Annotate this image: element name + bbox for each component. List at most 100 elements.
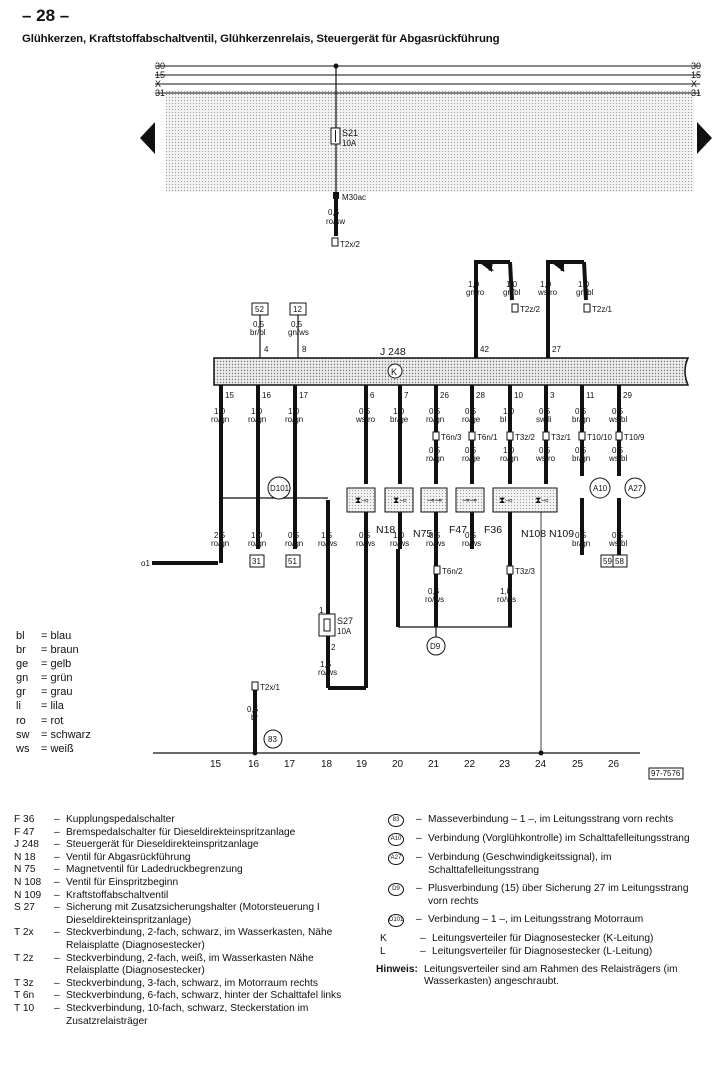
legend-item: K–Leitungsverteiler für Diagnosestecker … xyxy=(376,933,701,946)
pin-27: 27 xyxy=(552,345,561,354)
column-number: 23 xyxy=(499,759,511,770)
box-51 xyxy=(285,554,301,568)
wire-color: ro/gn xyxy=(248,539,266,548)
legend-code: K xyxy=(380,933,387,945)
column-number: 20 xyxy=(392,759,404,770)
pin-label: 3 xyxy=(550,391,555,400)
wire-52-gauge: 0,5 xyxy=(253,320,265,329)
legend-desc: Leitungsverteiler für Diagnosestecker (L… xyxy=(432,945,653,957)
legend-code: N 75 xyxy=(14,864,36,876)
color-name: = grün xyxy=(41,672,73,685)
legend-badge-label: D101 xyxy=(388,914,404,928)
pin-8: 8 xyxy=(302,345,307,354)
legend-desc: Sicherung mit Zusatzsicherungshalter (Mo… xyxy=(66,902,320,926)
svg-text:59: 59 xyxy=(603,557,612,566)
line-30-right: 30 xyxy=(691,61,701,71)
svg-text:52: 52 xyxy=(255,305,264,314)
wire-color: ro/gn xyxy=(500,454,518,463)
legend-item: D101–Verbindung – 1 –, im Leitungsstrang… xyxy=(376,914,701,928)
t2z2-label: T2z/2 xyxy=(520,305,541,314)
hint-text: Leitungsverteiler sind am Rahmen des Rel… xyxy=(424,963,678,988)
legend-desc: Verbindung (Vorglühkontrolle) im Schaltt… xyxy=(428,833,690,844)
legend-desc: Masseverbindung – 1 –, im Leitungsstrang… xyxy=(428,814,674,825)
wire-color: bl xyxy=(500,415,506,424)
fuse-s21-rating: 10A xyxy=(342,139,357,148)
legend-code: F 36 xyxy=(14,814,35,825)
wire-gauge: 0,5 xyxy=(539,446,551,455)
legend-connection-badge: D101 xyxy=(376,914,416,928)
column-number: 22 xyxy=(464,759,476,770)
color-code-row: gr= grau xyxy=(16,685,91,699)
legend-dash: – xyxy=(54,889,60,901)
wire-gauge: 1,0 xyxy=(288,407,300,416)
legend-code: T 10 xyxy=(14,1002,35,1014)
box-31 xyxy=(249,554,265,568)
legend-dash: – xyxy=(54,977,60,989)
legend-desc: Verbindung – 1 –, im Leitungsstrang Moto… xyxy=(428,914,644,926)
wire-t3z3-color: ro/ws xyxy=(497,595,516,604)
page-number: – 28 – xyxy=(22,6,70,25)
legend-item: T 10–Steckverbindung, 10-fach, schwarz, … xyxy=(14,1003,354,1028)
legend-dash: – xyxy=(54,851,60,863)
svg-text:D9: D9 xyxy=(430,642,441,651)
color-code-row: li= lila xyxy=(16,699,91,713)
pin-label: 7 xyxy=(404,391,409,400)
legend-item: N 109–Kraftstoffabschaltventil xyxy=(14,890,354,903)
legend-item: A10–Verbindung (Vorglühkontrolle) im Sch… xyxy=(376,833,701,846)
column-number: 24 xyxy=(535,759,547,770)
component-n75 xyxy=(384,487,414,513)
wire-color: ws/ro xyxy=(535,454,556,463)
column-number: 19 xyxy=(356,759,368,770)
legend-code: T 6n xyxy=(14,990,35,1002)
legend-dash: – xyxy=(420,945,426,957)
wire-color: br/gn xyxy=(572,454,590,463)
color-code: ws xyxy=(16,742,30,755)
legend-code: L xyxy=(380,945,386,957)
wire-s27-color: ro/ws xyxy=(318,668,337,677)
color-code-row: bl= blau xyxy=(16,629,91,643)
legend-code: T 2z xyxy=(14,952,34,964)
pin-label: 10 xyxy=(514,391,523,400)
legend-desc: Bremspedalschalter für Dieseldirekteinsp… xyxy=(66,826,296,838)
legend-dash: – xyxy=(416,833,422,844)
svg-text:⧗⊸: ⧗⊸ xyxy=(393,495,407,505)
next-page-arrow-icon[interactable] xyxy=(697,122,712,154)
connector-box xyxy=(615,431,623,441)
column-number: 17 xyxy=(284,759,296,770)
connector-label: T3z/2 xyxy=(515,433,536,442)
pin-label: 15 xyxy=(225,391,234,400)
wire-gauge: 0,5 xyxy=(612,407,624,416)
wire-color: ws/bl xyxy=(608,454,627,463)
wire-kb-gauge: 1,0 xyxy=(506,280,518,289)
wire-top-gauge: 0,5 xyxy=(328,208,340,217)
box-58 xyxy=(612,554,628,568)
color-name: = schwarz xyxy=(41,728,91,741)
wire-l-gauge: 1,0 xyxy=(540,280,552,289)
legend-item: N 75–Magnetventil für Ladedruckbegrenzun… xyxy=(14,864,354,877)
wire-gauge: 2,5 xyxy=(214,531,226,540)
wire-lb-gauge: 1,0 xyxy=(578,280,590,289)
fuse-s27-name: S27 xyxy=(337,616,353,626)
wire-t3z3-gauge: 1,0 xyxy=(500,587,512,596)
legend-code: N 108 xyxy=(14,876,42,888)
legend-badge-label: 83 xyxy=(388,814,404,827)
color-name: = grau xyxy=(41,686,73,699)
pin-label: 6 xyxy=(370,391,375,400)
color-code: gn xyxy=(16,672,29,685)
svg-text:⧗⊸: ⧗⊸ xyxy=(535,495,549,505)
wire-gauge: 0,5 xyxy=(612,446,624,455)
color-name: = rot xyxy=(41,714,64,727)
svg-text:⊸⊸: ⊸⊸ xyxy=(462,495,478,505)
legend-dash: – xyxy=(416,914,422,926)
k-label: K xyxy=(488,263,494,273)
pin-label: 29 xyxy=(623,391,632,400)
legend-desc: Kraftstoffabschaltventil xyxy=(66,889,169,901)
prev-page-arrow-icon[interactable] xyxy=(140,122,155,154)
t3z3-label: T3z/3 xyxy=(515,567,536,576)
legend-desc: Steckverbindung, 2-fach, weiß, im Wasser… xyxy=(66,952,314,977)
wire-gauge: 0,5 xyxy=(429,446,441,455)
legend-item: T 6n–Steckverbindung, 6-fach, schwarz, h… xyxy=(14,990,354,1003)
legend-badge-label: A27 xyxy=(388,852,404,865)
wire-t6n2-gauge: 0,5 xyxy=(428,587,440,596)
legend-desc: Ventil für Einspritzbeginn xyxy=(66,876,179,888)
